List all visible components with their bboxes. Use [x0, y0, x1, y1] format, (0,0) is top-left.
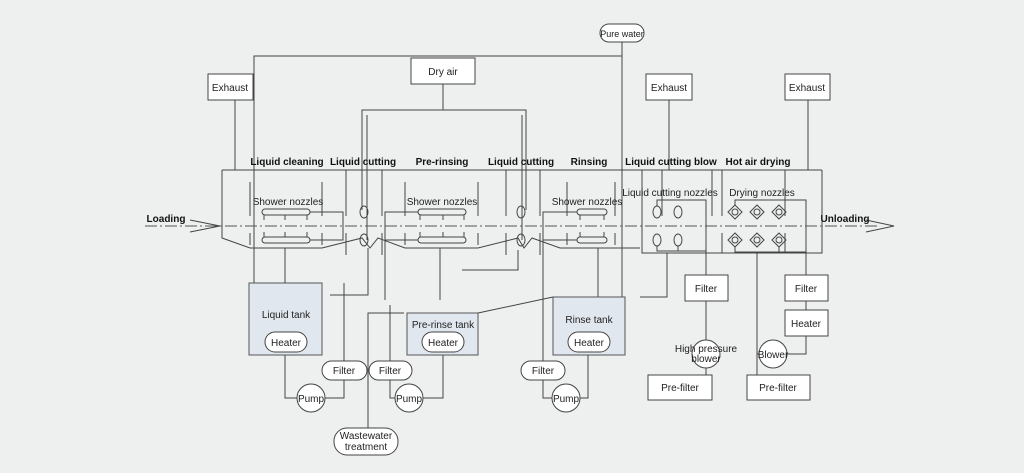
unloading-label: Unloading: [821, 214, 870, 225]
blower-label: Blower: [758, 350, 789, 361]
high-pressure-blower: [691, 339, 721, 369]
air-heater: [784, 309, 829, 337]
exhaust-box-3: [784, 73, 831, 101]
heater-label: Heater: [574, 338, 605, 349]
filter-label: Filter: [532, 366, 555, 377]
nozzle-label-1: Shower nozzles: [253, 197, 324, 208]
exhaust-box-1: [207, 73, 254, 101]
filter-5: [784, 274, 829, 302]
blower: [758, 339, 788, 369]
piping: [221, 42, 823, 430]
loading-label: Loading: [147, 214, 186, 225]
filter-label: Filter: [333, 366, 356, 377]
pure-water-source: [599, 23, 645, 43]
stage-rinsing: Rinsing: [571, 157, 608, 168]
filter-label: Filter: [795, 284, 818, 295]
wastewater-label-2: treatment: [345, 442, 387, 453]
heater-label: Heater: [428, 338, 459, 349]
pure-water-label: Pure water: [600, 29, 644, 39]
nozzle-label-5: Drying nozzles: [729, 188, 795, 199]
stage-pre-rinsing: Pre-rinsing: [416, 157, 469, 168]
heater-label: Heater: [271, 338, 302, 349]
pump-label: Pump: [396, 394, 423, 405]
hp-blower-label-1: High pressure: [675, 344, 738, 355]
stage-hot-air-drying: Hot air drying: [725, 157, 790, 168]
pump-label: Pump: [298, 394, 325, 405]
pump-1: [296, 383, 326, 413]
nozzle-label-3: Shower nozzles: [552, 197, 623, 208]
nozzle-label-2: Shower nozzles: [407, 197, 478, 208]
pre-rinse-tank-heater: [421, 331, 465, 353]
dry-air-label: Dry air: [428, 67, 458, 78]
pre-filter-1: [647, 374, 713, 401]
exhaust-box-2: [645, 73, 693, 101]
unloading-arrow-icon: [865, 219, 895, 233]
exhaust-label-3: Exhaust: [789, 83, 825, 94]
stage-liquid-cutting-blow: Liquid cutting blow: [625, 157, 717, 168]
filter-1: [321, 360, 368, 381]
stage-liquid-cutting-1: Liquid cutting: [330, 157, 396, 168]
pump-3: [551, 383, 581, 413]
filter-4: [684, 274, 729, 302]
filter-3: [520, 360, 566, 381]
loading-arrow-icon: [189, 219, 221, 233]
wastewater-label-1: Wastewater: [340, 431, 393, 442]
nozzle-label-4: Liquid cutting nozzles: [622, 188, 718, 199]
liquid-tank-label: Liquid tank: [262, 310, 311, 321]
stage-liquid-cutting-2: Liquid cutting: [488, 157, 554, 168]
filter-2: [368, 360, 413, 381]
rinse-tank-label: Rinse tank: [565, 315, 613, 326]
filter-label: Filter: [379, 366, 402, 377]
air-heater-label: Heater: [791, 319, 822, 330]
wastewater-treatment: [333, 427, 399, 456]
pre-filter-label: Pre-filter: [661, 383, 699, 394]
pre-rinse-tank-label: Pre-rinse tank: [412, 320, 475, 331]
pre-filter-label: Pre-filter: [759, 383, 797, 394]
pre-filter-2: [746, 374, 811, 401]
dry-air-source: [410, 57, 476, 85]
pump-label: Pump: [553, 394, 580, 405]
exhaust-label-2: Exhaust: [651, 83, 687, 94]
rinse-tank-heater: [567, 331, 611, 353]
pump-2: [394, 383, 424, 413]
liquid-tank-heater: [264, 331, 308, 353]
stage-liquid-cleaning: Liquid cleaning: [250, 157, 323, 168]
filter-label: Filter: [695, 284, 718, 295]
hp-blower-label-2: blower: [691, 354, 721, 365]
exhaust-label-1: Exhaust: [212, 83, 248, 94]
